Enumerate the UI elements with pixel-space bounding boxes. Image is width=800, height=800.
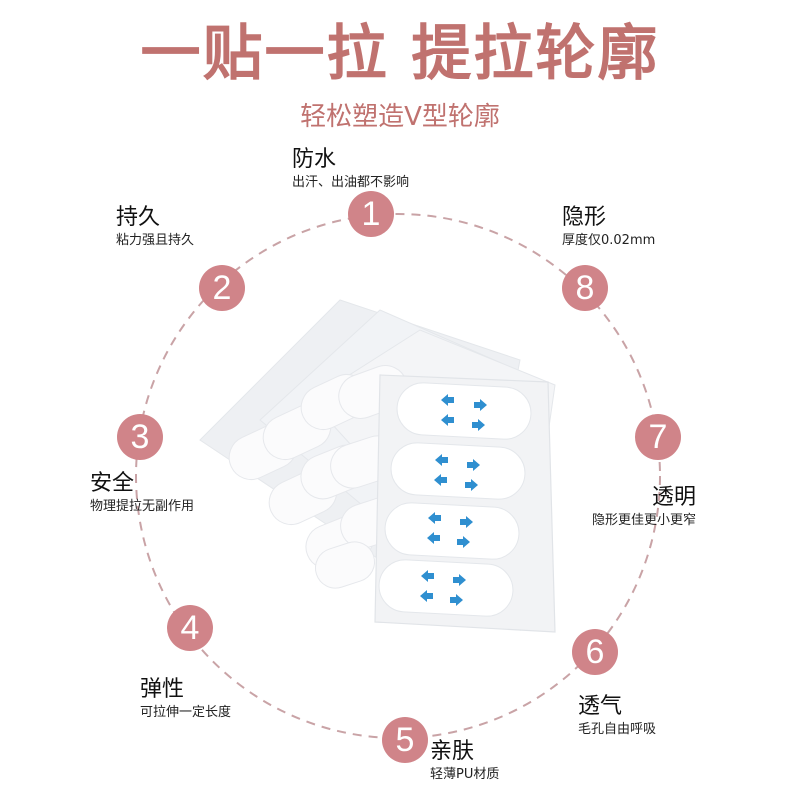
feature-elastic: 弹性 可拉伸一定长度 — [140, 676, 231, 722]
feature-desc: 可拉伸一定长度 — [140, 705, 232, 720]
feature-desc: 出汗、出油都不影响 — [292, 175, 410, 190]
page-title: 一贴一拉 提拉轮廓 — [140, 19, 660, 89]
feature-badge-2: 2 — [199, 265, 245, 311]
feature-name: 安全 — [90, 471, 135, 496]
feature-badge-5: 5 — [382, 717, 428, 763]
page-subtitle: 轻松塑造V型轮廓 — [300, 102, 500, 132]
feature-transparent: 透明 隐形更佳更小更窄 — [560, 484, 696, 530]
feature-name: 防水 — [292, 147, 337, 172]
feature-name: 弹性 — [140, 677, 185, 702]
feature-skin-friendly: 亲肤 轻薄PU材质 — [430, 738, 499, 784]
feature-badge-8: 8 — [562, 265, 608, 311]
feature-breathable: 透气 毛孔自由呼吸 — [578, 693, 656, 739]
feature-name: 透气 — [578, 694, 623, 719]
feature-name: 隐形 — [562, 205, 607, 230]
feature-desc: 隐形更佳更小更窄 — [591, 513, 696, 528]
feature-badge-1: 1 — [348, 191, 394, 237]
feature-badge-4: 4 — [167, 605, 213, 651]
feature-safe: 安全 物理提拉无副作用 — [90, 470, 194, 516]
feature-long-lasting: 持久 粘力强且持久 — [116, 204, 194, 250]
feature-waterproof: 防水 出汗、出油都不影响 — [292, 146, 409, 192]
feature-name: 透明 — [651, 485, 696, 510]
feature-name: 持久 — [116, 205, 161, 230]
feature-desc: 厚度仅0.02mm — [562, 233, 656, 248]
feature-badge-6: 6 — [572, 629, 618, 675]
feature-name: 亲肤 — [430, 739, 475, 764]
feature-badge-3: 3 — [117, 414, 163, 460]
feature-invisible: 隐形 厚度仅0.02mm — [562, 204, 655, 250]
feature-desc: 毛孔自由呼吸 — [578, 722, 657, 737]
feature-desc: 物理提拉无副作用 — [90, 499, 195, 514]
feature-desc: 轻薄PU材质 — [430, 767, 500, 782]
feature-desc: 粘力强且持久 — [116, 233, 195, 248]
feature-badge-7: 7 — [635, 414, 681, 460]
